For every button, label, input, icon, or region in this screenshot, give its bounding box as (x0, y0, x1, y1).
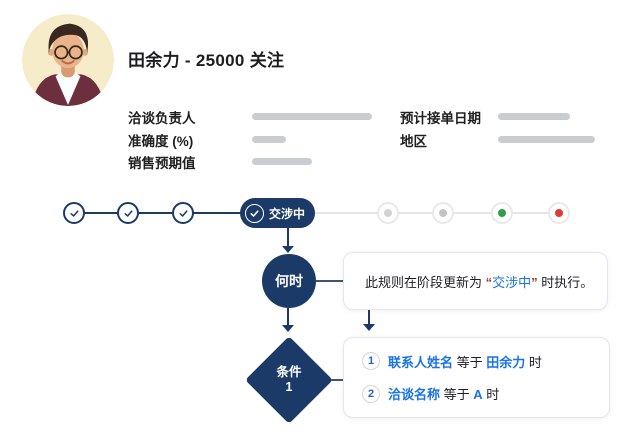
placeholder-bar (252, 113, 372, 120)
placeholder-bar (252, 158, 312, 165)
condition-node: 条件 1 (245, 336, 333, 424)
condition-text: 联系人姓名 等于 田余力 时 (388, 354, 542, 370)
green-dot (498, 209, 506, 217)
field-label-region: 地区 (400, 134, 427, 149)
contact-title: 田余力 - 25000 关注 (128, 51, 285, 70)
field-label-sales-forecast: 销售预期值 (128, 156, 196, 171)
close-quote: ” (531, 274, 538, 290)
red-dot (555, 209, 563, 217)
check-icon (124, 209, 132, 217)
field-link[interactable]: 洽谈名称 (388, 387, 441, 403)
stepper-step-1-done[interactable] (63, 202, 85, 224)
condition-number-badge: 1 (362, 352, 380, 371)
stepper-step-won[interactable] (491, 202, 513, 224)
field-label-expected-date: 预计接单日期 (400, 111, 481, 126)
gray-dot (439, 209, 447, 217)
arrow-down-icon (282, 325, 294, 332)
connector-line (331, 379, 343, 381)
stepper-step-lost[interactable] (548, 202, 570, 224)
placeholder-bar (498, 113, 570, 120)
connector-line (287, 308, 289, 326)
stepper-step-6[interactable] (432, 202, 454, 224)
condition-node-label: 条件 1 (276, 365, 302, 394)
placeholder-bar (498, 136, 595, 143)
value-link[interactable]: 田余力 (486, 354, 526, 370)
condition-row-2: 2 洽谈名称 等于 A 时 (362, 384, 609, 403)
arrow-down-icon (282, 246, 294, 253)
stepper-active-stage[interactable]: 交涉中 (240, 198, 316, 228)
stage-reference-link[interactable]: 交涉中 (492, 274, 532, 290)
stepper-step-5[interactable] (377, 202, 399, 224)
stepper-step-2-done[interactable] (117, 202, 139, 224)
connector-line (287, 228, 289, 247)
conditions-box: 1 联系人姓名 等于 田余力 时 2 洽谈名称 等于 A 时 (343, 337, 610, 418)
value-link[interactable]: A (473, 387, 483, 403)
condition-text: 洽谈名称 等于 A 时 (388, 387, 500, 403)
connector-line (368, 310, 370, 325)
condition-row-1: 1 联系人姓名 等于 田余力 时 (362, 352, 609, 371)
check-icon (179, 209, 187, 217)
active-stage-label: 交涉中 (269, 206, 306, 221)
stepper-step-3-done[interactable] (172, 202, 194, 224)
condition-number-badge: 2 (362, 384, 380, 403)
when-node: 何时 (262, 254, 316, 308)
placeholder-bar (252, 136, 286, 143)
open-quote: “ (485, 274, 493, 290)
stepper-line-completed (74, 212, 246, 214)
field-link[interactable]: 联系人姓名 (388, 354, 454, 370)
rule-text: 此规则在阶段更新为 “交涉中” 时执行。 (365, 274, 594, 290)
gray-dot (384, 209, 392, 217)
when-node-label: 何时 (275, 273, 303, 289)
check-icon (70, 209, 78, 217)
connector-line (316, 280, 343, 282)
avatar (22, 14, 114, 106)
rule-description-box: 此规则在阶段更新为 “交涉中” 时执行。 (343, 252, 608, 310)
field-label-deal-owner: 洽谈负责人 (128, 111, 196, 126)
arrow-down-icon (363, 324, 375, 331)
field-label-accuracy: 准确度 (%) (128, 134, 194, 149)
person-avatar-illustration (22, 14, 114, 106)
check-icon (245, 203, 264, 223)
